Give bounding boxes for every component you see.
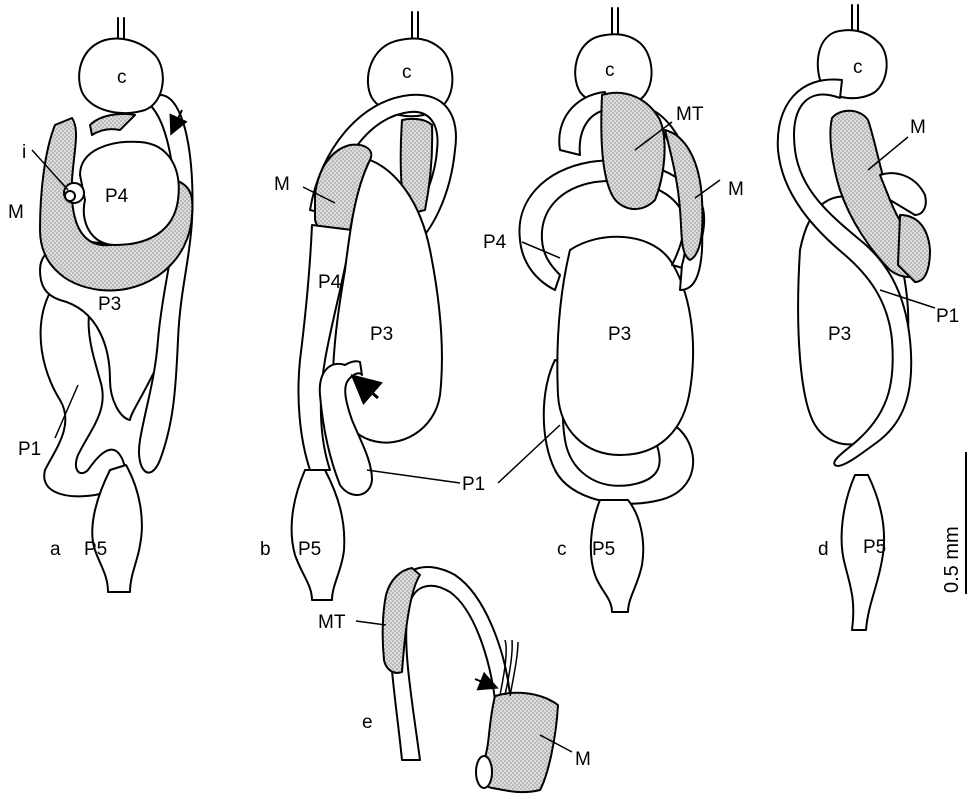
scale-bar-label: 0.5 mm [941, 526, 963, 593]
panel-b-label-m: M [274, 174, 290, 195]
panel-e: MT M e [318, 567, 591, 792]
panel-c-letter: c [557, 539, 567, 560]
panel-a-segment-m-top [90, 114, 135, 135]
panel-a-label-p4: P4 [105, 186, 129, 207]
panel-b-label-p3: P3 [370, 324, 393, 345]
panel-c-label-mt: MT [676, 104, 704, 125]
panel-a-label-m: M [8, 202, 24, 223]
panel-a-label-i: i [22, 142, 26, 163]
panel-c-label-p5: P5 [592, 539, 615, 560]
panel-c-label-m: M [728, 179, 744, 200]
panel-a-segment-p4 [80, 142, 179, 245]
panel-b-label-c: c [402, 62, 412, 83]
panel-d-paratergal-stalk [852, 5, 858, 30]
panel-c: c MT M P4 P3 P5 c [483, 8, 744, 612]
panel-c-label-c: c [605, 60, 615, 81]
panel-e-letter: e [362, 712, 373, 733]
panel-c-label-p3: P3 [608, 324, 631, 345]
panel-e-label-m: M [575, 749, 591, 770]
panel-c-segment-mt [601, 93, 664, 209]
panel-b-label-p4: P4 [318, 272, 342, 293]
scale-bar: 0.5 mm [941, 452, 966, 594]
panel-d-label-c: c [853, 57, 863, 78]
panel-c-label-p4: P4 [483, 232, 507, 253]
panel-e-lead-mt [356, 621, 386, 625]
panel-a-letter: a [50, 539, 61, 560]
panel-a-label-c: c [117, 67, 127, 88]
panel-b-label-p5: P5 [298, 539, 321, 560]
panel-b-segment-p5 [292, 470, 345, 600]
panel-d-label-m: M [910, 117, 926, 138]
panel-a: c i M P4 P3 P1 P5 a [8, 18, 193, 592]
panel-a-label-p1: P1 [18, 439, 41, 460]
panel-b: c M P4 P3 P1 P5 b [260, 12, 485, 600]
panel-d-label-p5: P5 [863, 537, 886, 558]
panel-e-segment-mt [383, 568, 420, 673]
panel-e-label-mt: MT [318, 612, 346, 633]
panel-d-letter: d [818, 539, 829, 560]
panel-e-opening [476, 756, 492, 788]
panel-a-label-p5: P5 [84, 539, 107, 560]
panel-a-label-p3: P3 [98, 294, 121, 315]
panel-c-paratergal-stalk [612, 8, 618, 34]
panel-b-paratergal-stalk [412, 12, 418, 38]
panel-b-label-p1: P1 [462, 474, 485, 495]
panel-b-letter: b [260, 539, 271, 560]
panel-d: c M P3 P1 P5 d [778, 5, 959, 630]
panel-d-label-p3: P3 [828, 324, 851, 345]
panel-d-label-p1: P1 [936, 306, 959, 327]
panel-c-segment-p3 [557, 237, 693, 455]
panel-b-lead-p1 [367, 470, 460, 483]
panel-c-tube-left [559, 92, 605, 155]
panel-a-structure-i-inner [65, 191, 75, 201]
